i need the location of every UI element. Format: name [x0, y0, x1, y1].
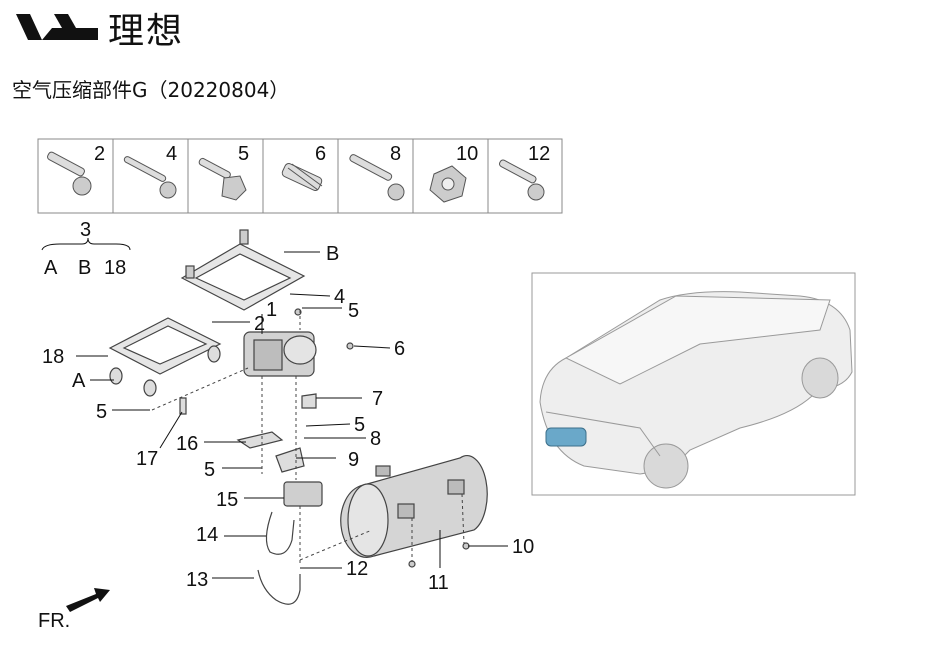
callout-label: 8 [370, 428, 381, 450]
callout-label: 12 [346, 558, 368, 580]
callout-label: 5 [354, 414, 365, 436]
fastener-8-icon [349, 154, 405, 201]
callout-label: 17 [136, 448, 158, 470]
fastener-label: 12 [528, 143, 550, 165]
fastener-2-icon [47, 151, 92, 196]
callout-label: 1 [266, 299, 277, 321]
lower-bracket [108, 317, 222, 397]
callout-label: 11 [428, 572, 449, 594]
fastener-4-icon [123, 156, 177, 199]
air-tank [340, 455, 488, 558]
leader-lines [76, 251, 508, 579]
highlighted-compressor-location [545, 427, 587, 447]
air-compressor [243, 331, 317, 377]
callout-label: 15 [216, 489, 238, 511]
callout-label: 5 [348, 300, 359, 322]
fastener-label: 8 [390, 143, 401, 165]
callout-label: 5 [204, 459, 215, 481]
callout-label: 6 [394, 338, 405, 360]
vehicle-location-icon [539, 291, 853, 489]
page-title: 空气压缩部件G（20220804） [12, 78, 290, 102]
fastener-5-icon [198, 157, 247, 201]
fastener-strip [37, 138, 563, 214]
front-direction-label: FR. [38, 610, 70, 632]
fastener-label: 5 [238, 143, 249, 165]
callout-label: 13 [186, 569, 208, 591]
callout-label: 14 [196, 524, 218, 546]
fastener-label: 10 [456, 143, 478, 165]
fastener-label: 6 [315, 143, 326, 165]
fastener-10-icon [429, 165, 467, 203]
callout-label: 18 [42, 346, 64, 368]
brand-name: 理想 [108, 11, 185, 52]
fastener-12-icon [499, 159, 545, 201]
brand-header: 理想 [12, 6, 184, 52]
mounting-frame-b [180, 229, 306, 311]
callout-label: 9 [348, 449, 359, 471]
callout-label: 4 [334, 286, 345, 308]
front-direction-arrow-icon [66, 588, 110, 612]
callout-label: 2 [254, 313, 265, 335]
callout-label: 10 [512, 536, 534, 558]
fastener-label: 4 [166, 143, 177, 165]
exploded-view [108, 229, 488, 605]
callout-label: A [72, 370, 86, 392]
callout-label: 7 [372, 388, 383, 410]
vehicle-location-inset [531, 272, 856, 496]
callout-label: 5 [96, 401, 107, 423]
kit-content: A [44, 257, 58, 279]
kit-number: 3 [80, 219, 91, 241]
fastener-label: 2 [94, 143, 105, 165]
kit-content: B [78, 257, 91, 279]
callout-label: 16 [176, 433, 198, 455]
callout-label: B [326, 243, 339, 265]
fastener-6-icon [281, 163, 323, 191]
brand-logo-icon [16, 14, 98, 40]
kit-content: 18 [104, 257, 126, 279]
